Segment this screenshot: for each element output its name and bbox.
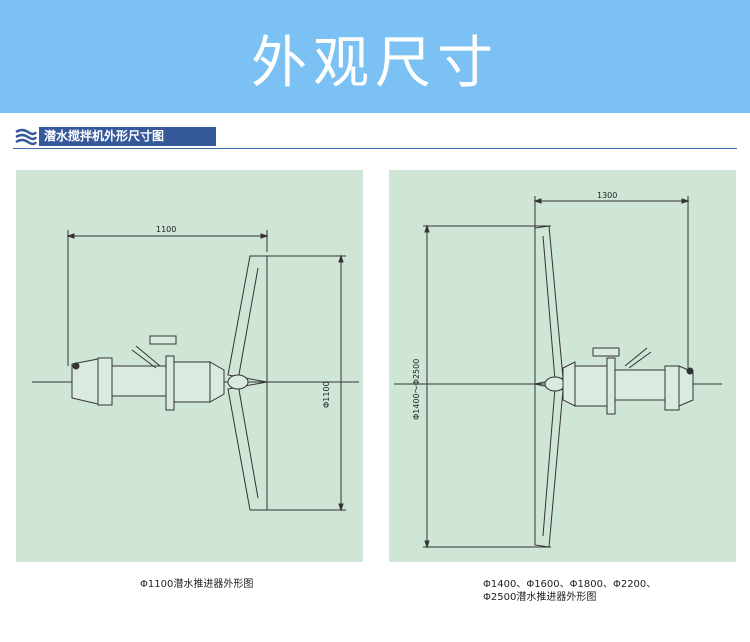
banner-title: 外观尺寸 xyxy=(251,31,499,96)
header-banner: 外观尺寸 xyxy=(0,0,750,113)
drawing-panel-right: 1300 Φ1400～Φ2500 xyxy=(389,170,736,562)
wave-logo-icon xyxy=(13,127,39,146)
height-dim-label: Φ1100 xyxy=(322,381,331,408)
caption-right-line1: Φ1400、Φ1600、Φ1800、Φ2200、 xyxy=(483,579,657,590)
caption-right: Φ1400、Φ1600、Φ1800、Φ2200、 Φ2500潜水推进器外形图 xyxy=(483,578,656,604)
mixer-drawing-1100: 1100 Φ1100 xyxy=(32,225,359,512)
height-dim-label: Φ1400～Φ2500 xyxy=(412,359,421,420)
section-header: 潜水搅拌机外形尺寸图 xyxy=(13,127,216,146)
caption-left: Φ1100潜水推进器外形图 xyxy=(140,579,254,590)
section-divider xyxy=(13,148,737,149)
drawing-panel-left: 1100 Φ1100 xyxy=(16,170,363,562)
width-dim-label: 1300 xyxy=(597,191,617,200)
mixer-drawing-1400-2500: 1300 Φ1400～Φ2500 xyxy=(394,191,722,549)
caption-right-line2: Φ2500潜水推进器外形图 xyxy=(483,592,597,603)
width-dim-label: 1100 xyxy=(156,225,176,234)
section-title: 潜水搅拌机外形尺寸图 xyxy=(44,129,165,143)
